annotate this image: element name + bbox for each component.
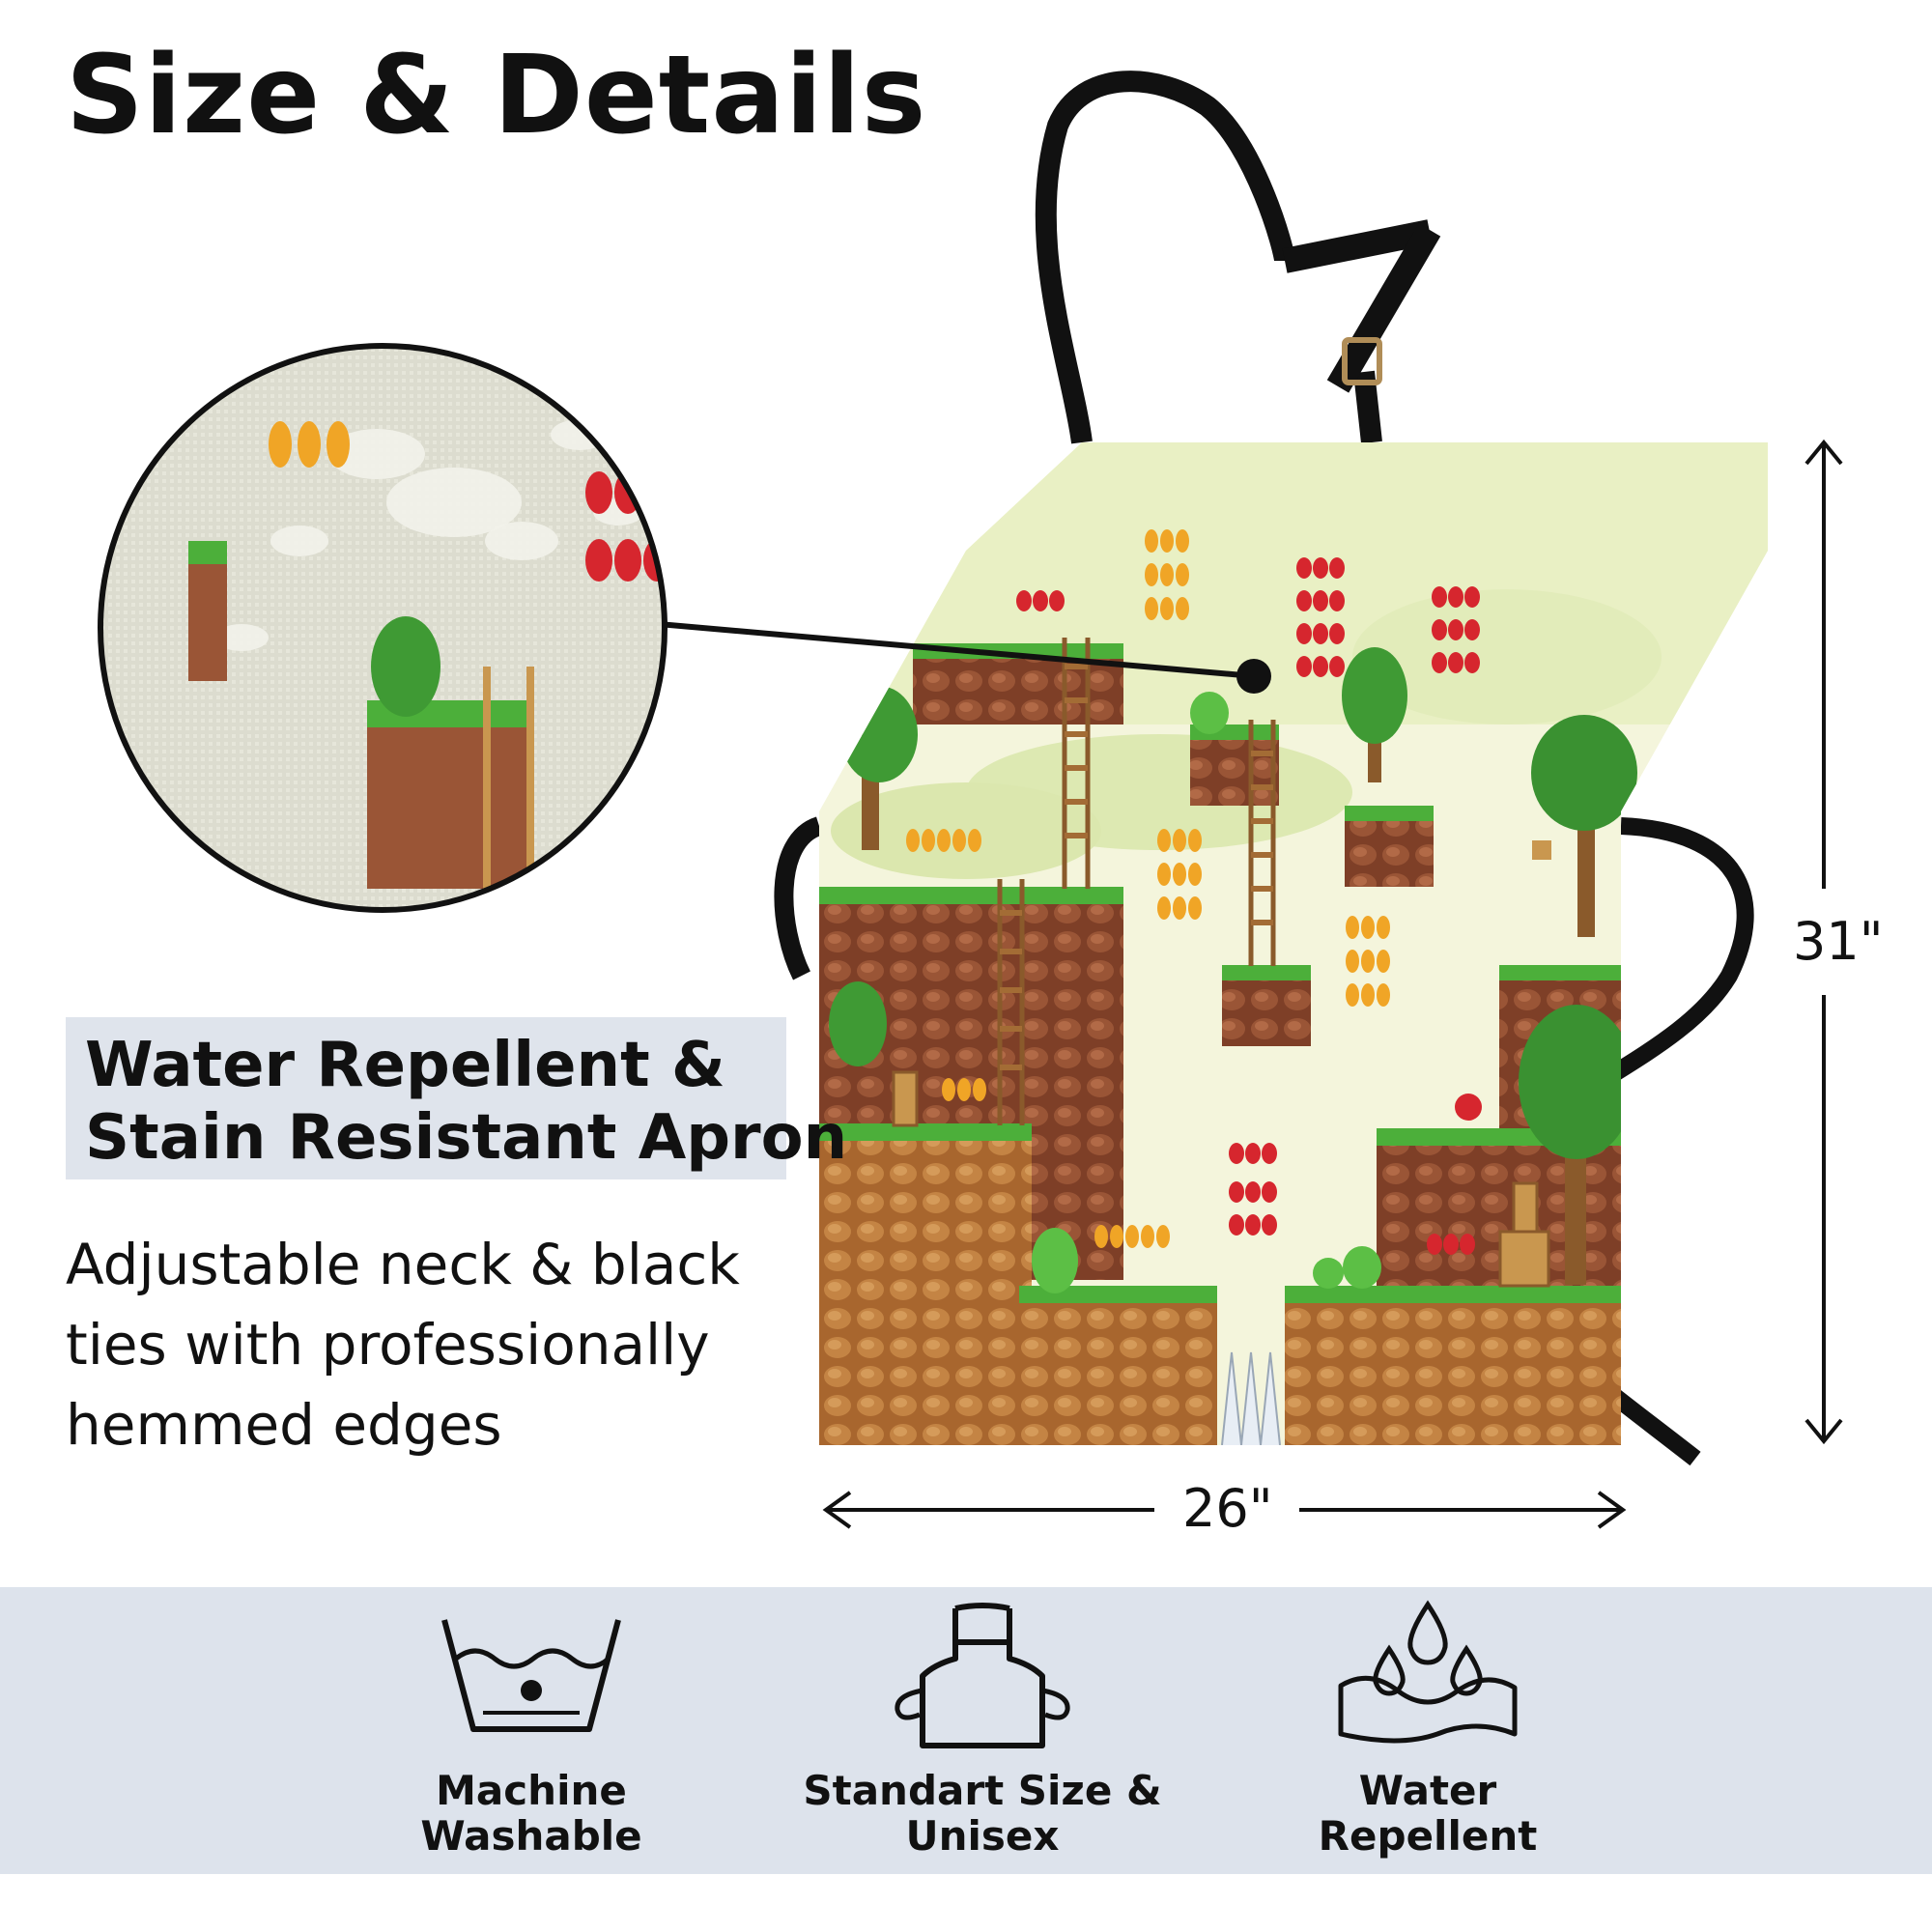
apron-body xyxy=(819,442,1768,1445)
washing-basin-icon xyxy=(441,1619,621,1732)
feature-line-1: Water Repellent & xyxy=(85,1030,725,1101)
feature-label-3-line-1: Water xyxy=(1358,1767,1497,1814)
page-title: Size & Details xyxy=(66,33,927,158)
feature-label-1-line-2: Washable xyxy=(420,1812,642,1860)
feature-label-3-line-2: Repellent xyxy=(1318,1812,1538,1860)
apron-illustration: 26" 31" xyxy=(98,71,1889,1535)
height-label: 31" xyxy=(1787,916,1889,968)
features-band xyxy=(0,1587,1932,1874)
height-arrow xyxy=(1804,439,1843,1445)
feature-highlight-box: Water Repellent & Stain Resistant Apron xyxy=(66,1017,847,1179)
feature-label-2-line-1: Standart Size & xyxy=(803,1767,1162,1814)
feature-standard-size: Standart Size & Unisex xyxy=(780,1599,1185,1869)
strap-buckle xyxy=(1342,337,1382,385)
description-line-2: ties with professionally xyxy=(66,1312,710,1378)
feature-line-2: Stain Resistant Apron xyxy=(85,1102,848,1174)
width-arrow xyxy=(822,1491,1627,1529)
water-drops-icon xyxy=(1338,1600,1518,1744)
feature-label-2-line-2: Unisex xyxy=(905,1812,1060,1860)
apron-outline-icon xyxy=(895,1603,1070,1748)
feature-label-1-line-1: Machine xyxy=(436,1767,627,1814)
zoom-circle-border xyxy=(98,343,668,913)
fabric-zoom xyxy=(100,346,665,910)
apron-graphic xyxy=(98,71,1843,1529)
neck-strap xyxy=(1035,71,1295,444)
width-label: 26" xyxy=(1177,1483,1279,1535)
feature-water-repellent: Water Repellent xyxy=(1225,1599,1631,1869)
description-line-1: Adjustable neck & black xyxy=(66,1232,740,1297)
callout-line xyxy=(613,617,1255,679)
left-tie xyxy=(774,816,823,980)
description-line-3: hemmed edges xyxy=(66,1392,502,1458)
feature-machine-washable: Machine Washable xyxy=(328,1599,734,1869)
callout-dot xyxy=(1236,659,1271,694)
